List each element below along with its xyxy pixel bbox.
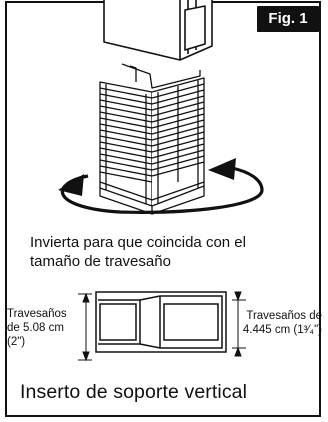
rotation-arrow-icon	[60, 166, 264, 214]
dimension-left	[78, 293, 92, 361]
right-dimension-label: Travesaños de 4.445 cm (1³⁄₄")	[242, 310, 322, 336]
vertical-sleeve	[103, 0, 213, 61]
instruction-text: Invierta para que coincida con el tamaño…	[30, 234, 246, 270]
left-dimension-label: Travesaños de 5.08 cm (2")	[7, 308, 67, 348]
cross-section-diagram	[95, 291, 227, 353]
arrowhead-right-icon	[208, 158, 236, 180]
dimension-right	[232, 292, 246, 356]
rack-insert	[99, 63, 205, 215]
figure-title: Inserto de soporte vertical	[20, 381, 248, 403]
arrowhead-left-icon	[58, 174, 84, 196]
figure-badge: Fig. 1	[257, 6, 319, 32]
